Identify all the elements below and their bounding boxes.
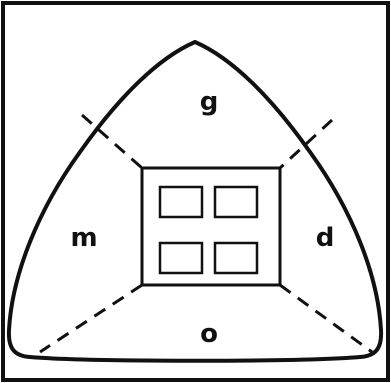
divider-top-left bbox=[82, 115, 142, 168]
rounded-triangle-outline bbox=[9, 42, 381, 361]
outer-frame bbox=[3, 3, 388, 380]
window-bottom-left bbox=[160, 243, 202, 273]
window-bottom-right bbox=[215, 243, 257, 273]
central-square bbox=[142, 168, 280, 285]
label-right: d bbox=[316, 223, 335, 253]
window-top-right bbox=[215, 187, 257, 217]
label-left: m bbox=[70, 223, 97, 253]
divider-bottom-left bbox=[40, 285, 142, 352]
divider-bottom-right bbox=[280, 285, 372, 352]
window-top-left bbox=[160, 187, 202, 217]
label-top: g bbox=[200, 87, 219, 117]
label-bottom: o bbox=[200, 319, 218, 349]
